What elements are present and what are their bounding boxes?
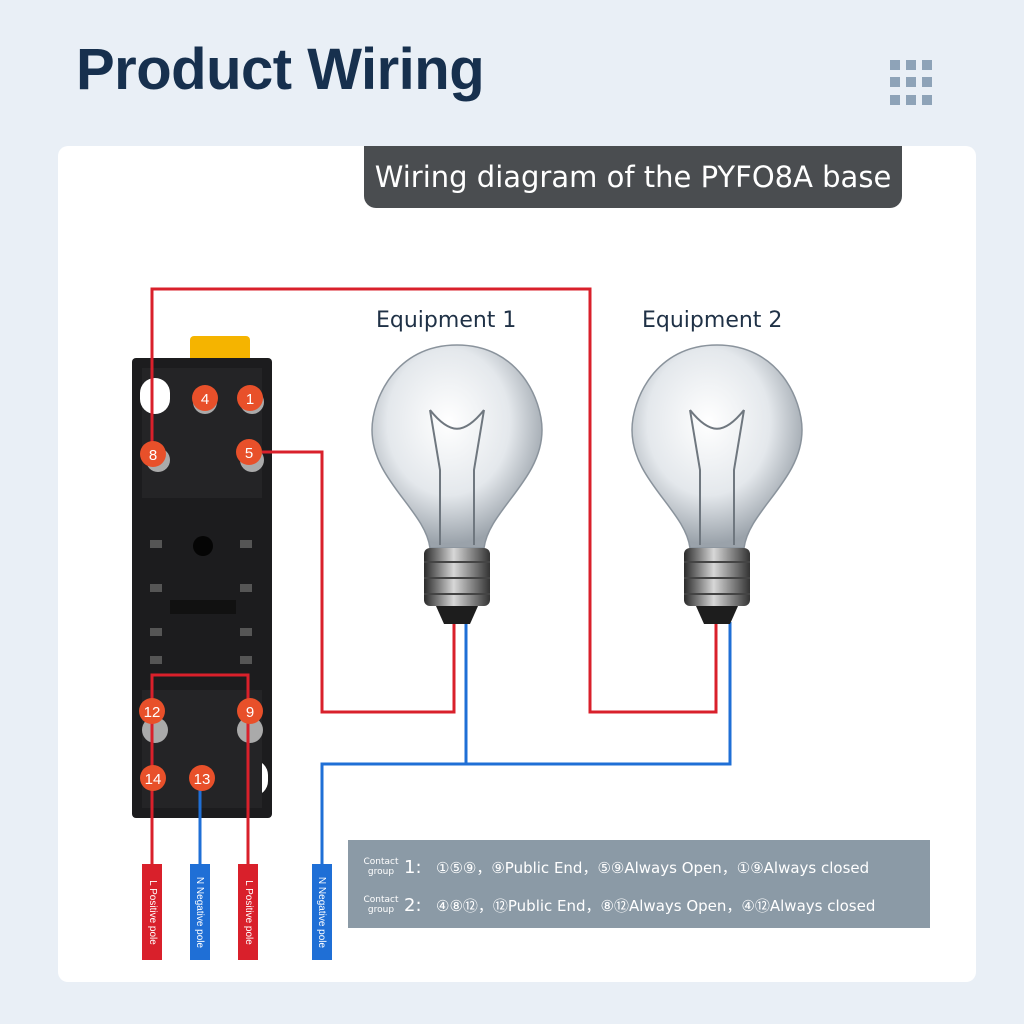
contact-group-2-number: 2: — [404, 894, 422, 916]
terminal-1-label: 1 — [246, 391, 254, 408]
bulb-equipment-2 — [631, 344, 803, 624]
wire-label-l-left-text: L Positive pole — [146, 879, 158, 945]
wire-label-n-left-text: N Negative pole — [194, 876, 206, 948]
terminal-14-label: 14 — [145, 771, 162, 788]
equipment-1-label: Equipment 1 — [376, 308, 517, 333]
wire-label-n-left: N Negative pole — [190, 864, 210, 960]
terminal-14: 14 — [140, 765, 166, 791]
wire-label-l-right-text: L Positive pole — [242, 879, 254, 945]
wire-label-n-right-text: N Negative pole — [316, 876, 328, 948]
live-feed-wire — [150, 673, 250, 960]
contact-group-1-text: ①⑤⑨，⑨Public End，⑤⑨Always Open，①⑨Always c… — [436, 858, 870, 877]
terminal-1: 1 — [237, 385, 263, 411]
contact-group-2-caption: Contact group — [363, 895, 399, 915]
wire-label-n-right: N Negative pole — [312, 864, 332, 960]
terminal-5-label: 5 — [245, 445, 253, 462]
terminal-13-label: 13 — [194, 771, 211, 788]
terminal-13: 13 — [189, 765, 215, 791]
neutral-wire-equipment-2 — [320, 622, 732, 960]
wire-label-l-right: L Positive pole — [238, 864, 258, 960]
terminal-5: 5 — [236, 439, 262, 465]
contact-group-legend: Contact group 1: ①⑤⑨，⑨Public End，⑤⑨Alway… — [348, 840, 930, 928]
terminal-8: 8 — [140, 441, 166, 467]
wire-label-l-left: L Positive pole — [142, 864, 162, 960]
contact-group-2: Contact group 2: ④⑧⑫，⑫Public End，⑧⑫Alway… — [362, 890, 875, 920]
terminal-4: 4 — [192, 385, 218, 411]
contact-group-1: Contact group 1: ①⑤⑨，⑨Public End，⑤⑨Alway… — [362, 852, 869, 882]
bulb-equipment-1 — [371, 344, 543, 624]
terminal-4-label: 4 — [201, 391, 209, 408]
equipment-2-label: Equipment 2 — [642, 308, 783, 333]
contact-group-1-number: 1: — [404, 856, 422, 878]
terminal-8-label: 8 — [149, 447, 157, 464]
wires — [150, 287, 732, 960]
grid-menu-icon[interactable] — [890, 60, 936, 106]
terminal-9: 9 — [237, 698, 263, 724]
live-wire-equipment-1 — [262, 450, 456, 714]
contact-group-2-text: ④⑧⑫，⑫Public End，⑧⑫Always Open，④⑫Always c… — [436, 896, 876, 915]
terminals: 4 1 8 5 12 9 14 13 — [139, 385, 263, 791]
diagram-banner: Wiring diagram of the PYFO8A base — [364, 146, 902, 208]
terminal-12: 12 — [139, 698, 165, 724]
terminal-12-label: 12 — [144, 704, 161, 721]
terminal-9-label: 9 — [246, 704, 254, 721]
release-clip-icon — [190, 336, 250, 362]
contact-group-1-caption: Contact group — [363, 857, 399, 877]
live-wire-equipment-2 — [150, 287, 718, 714]
page-title: Product Wiring — [76, 37, 485, 102]
